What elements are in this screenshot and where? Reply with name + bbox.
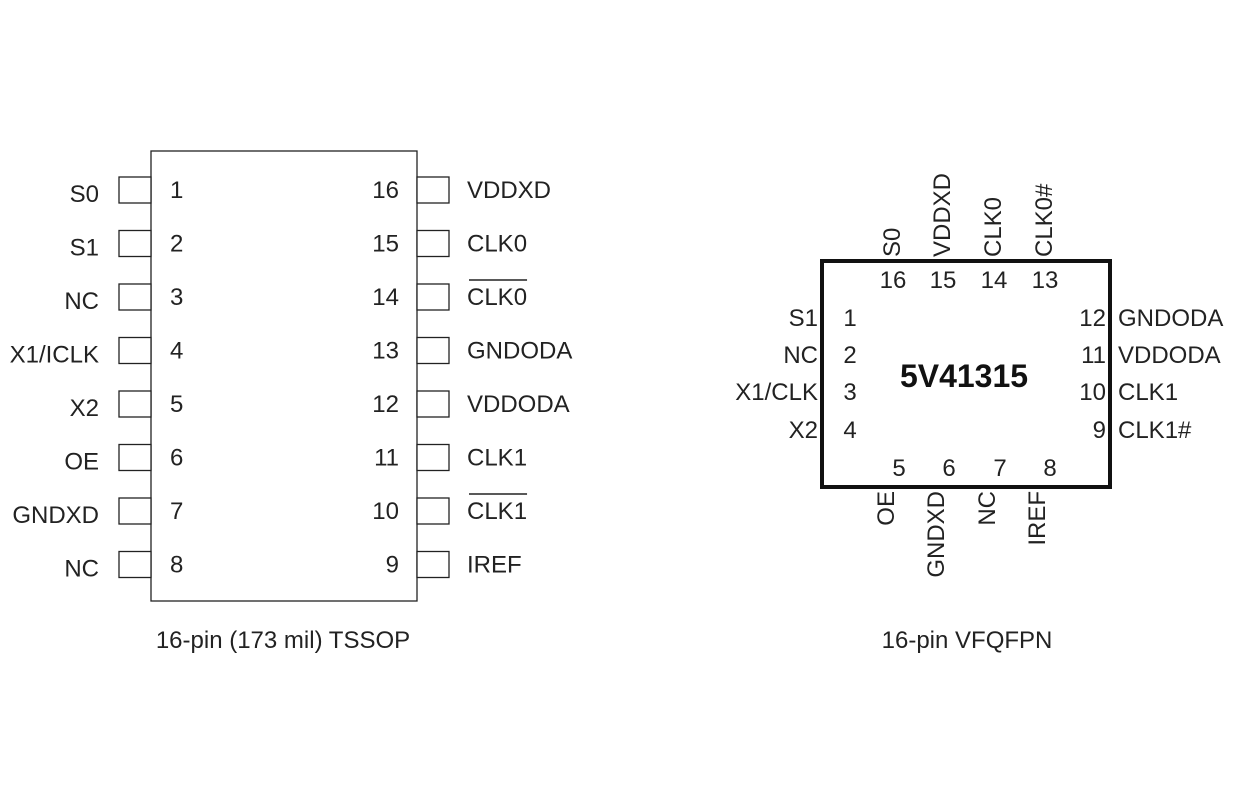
tssop-pin-number: 6 <box>170 445 183 472</box>
tssop-pad-15 <box>416 229 450 258</box>
tssop-pad-9 <box>416 550 450 579</box>
vfqfpn-pin-number: 8 <box>1043 455 1056 482</box>
vfqfpn-pin-label: CLK0# <box>1031 183 1058 257</box>
tssop-pin-label: GNDXD <box>12 502 99 529</box>
vfqfpn-pins: 16S015VDDXD14CLK013CLK0#1S12NC3X1/CLK4X2… <box>735 173 1223 578</box>
tssop-pin-number: 12 <box>372 391 399 418</box>
vfqfpn-pin-label: NC <box>974 491 1001 526</box>
tssop-pad-5 <box>118 390 152 418</box>
vfqfpn-pin-number: 1 <box>843 305 856 332</box>
tssop-pad-12 <box>416 390 450 418</box>
vfqfpn-pin-label: CLK0 <box>980 197 1007 257</box>
tssop-pin-label: CLK0 <box>467 231 527 258</box>
tssop-pin-label: NC <box>64 288 99 315</box>
vfqfpn-pin-number: 10 <box>1079 379 1106 406</box>
tssop-pin-number: 16 <box>372 177 399 204</box>
tssop-pad-2 <box>118 229 152 258</box>
tssop-pin-label: NC <box>64 556 99 583</box>
tssop-pin-label: VDDODA <box>467 391 570 418</box>
vfqfpn-pin-number: 16 <box>880 267 907 294</box>
tssop-caption: 16-pin (173 mil) TSSOP <box>156 627 410 654</box>
vfqfpn-pin-label: VDDODA <box>1118 342 1221 369</box>
tssop-pin-number: 15 <box>372 231 399 258</box>
tssop-pin-number: 9 <box>386 552 399 579</box>
tssop-pad-14 <box>416 283 450 311</box>
vfqfpn-pin-number: 3 <box>843 379 856 406</box>
vfqfpn-pin-number: 9 <box>1093 417 1106 444</box>
tssop-pad-1 <box>118 176 152 204</box>
vfqfpn-pin-label: OE <box>873 491 900 526</box>
vfqfpn-pin-number: 4 <box>843 417 856 444</box>
vfqfpn-pin-number: 11 <box>1081 342 1106 369</box>
tssop-pin-label: X2 <box>70 395 99 422</box>
vfqfpn-pin-number: 15 <box>930 267 957 294</box>
vfqfpn-pin-label: S0 <box>879 228 906 257</box>
tssop-pin-label: IREF <box>467 552 522 579</box>
tssop-pad-13 <box>416 336 450 365</box>
vfqfpn-pin-label: GNDXD <box>923 491 950 578</box>
vfqfpn-pin-label: CLK1# <box>1118 417 1192 444</box>
vfqfpn-pin-label: CLK1 <box>1118 379 1178 406</box>
vfqfpn-pin-number: 13 <box>1032 267 1059 294</box>
vfqfpn-caption: 16-pin VFQFPN <box>882 627 1053 654</box>
tssop-pad-7 <box>118 497 152 525</box>
tssop-pin-number: 7 <box>170 498 183 525</box>
tssop-pin-number: 3 <box>170 284 183 311</box>
vfqfpn-pin-number: 5 <box>892 455 905 482</box>
vfqfpn-pin-number: 12 <box>1079 305 1106 332</box>
vfqfpn-pin-label: IREF <box>1024 491 1051 546</box>
tssop-pad-3 <box>118 283 152 311</box>
vfqfpn-pin-number: 7 <box>993 455 1006 482</box>
tssop-pin-label: X1/ICLK <box>10 342 99 369</box>
tssop-pin-label: S0 <box>70 181 99 208</box>
tssop-body <box>150 150 418 602</box>
vfqfpn-pin-label: X1/CLK <box>735 379 818 406</box>
vfqfpn-pin-number: 2 <box>843 342 856 369</box>
tssop-pin-number: 13 <box>372 338 399 365</box>
tssop-pin-number: 2 <box>170 231 183 258</box>
tssop-pad-6 <box>118 443 152 472</box>
vfqfpn-pin-label: S1 <box>789 305 818 332</box>
tssop-pad-11 <box>416 443 450 472</box>
vfqfpn-pin-label: NC <box>783 342 818 369</box>
tssop-pad-16 <box>416 176 450 204</box>
tssop-pad-10 <box>416 497 450 525</box>
vfqfpn-pin-number: 14 <box>981 267 1008 294</box>
tssop-pin-number: 10 <box>372 498 399 525</box>
tssop-pin-label: GNDODA <box>467 338 572 365</box>
vfqfpn-part-number: 5V41315 <box>900 358 1028 394</box>
tssop-pin-number: 4 <box>170 338 183 365</box>
tssop-pin-label: OE <box>64 449 99 476</box>
vfqfpn-pin-label: GNDODA <box>1118 305 1223 332</box>
vfqfpn-package: 5V41315 16S015VDDXD14CLK013CLK0#1S12NC3X… <box>735 173 1223 654</box>
tssop-pad-8 <box>118 550 152 579</box>
tssop-pin-label: CLK0 <box>467 284 527 311</box>
vfqfpn-body <box>820 259 1112 489</box>
vfqfpn-pin-number: 6 <box>942 455 955 482</box>
tssop-pin-number: 8 <box>170 552 183 579</box>
tssop-pin-label: CLK1 <box>467 445 527 472</box>
tssop-pin-number: 11 <box>374 445 399 472</box>
tssop-pin-label: CLK1 <box>467 498 527 525</box>
tssop-pin-number: 1 <box>170 177 183 204</box>
tssop-pin-label: VDDXD <box>467 177 551 204</box>
vfqfpn-pin-label: X2 <box>789 417 818 444</box>
tssop-pad-4 <box>118 336 152 365</box>
tssop-pin-number: 14 <box>372 284 399 311</box>
vfqfpn-pin-label: VDDXD <box>929 173 956 257</box>
tssop-pin-number: 5 <box>170 391 183 418</box>
tssop-pin-label: S1 <box>70 235 99 262</box>
